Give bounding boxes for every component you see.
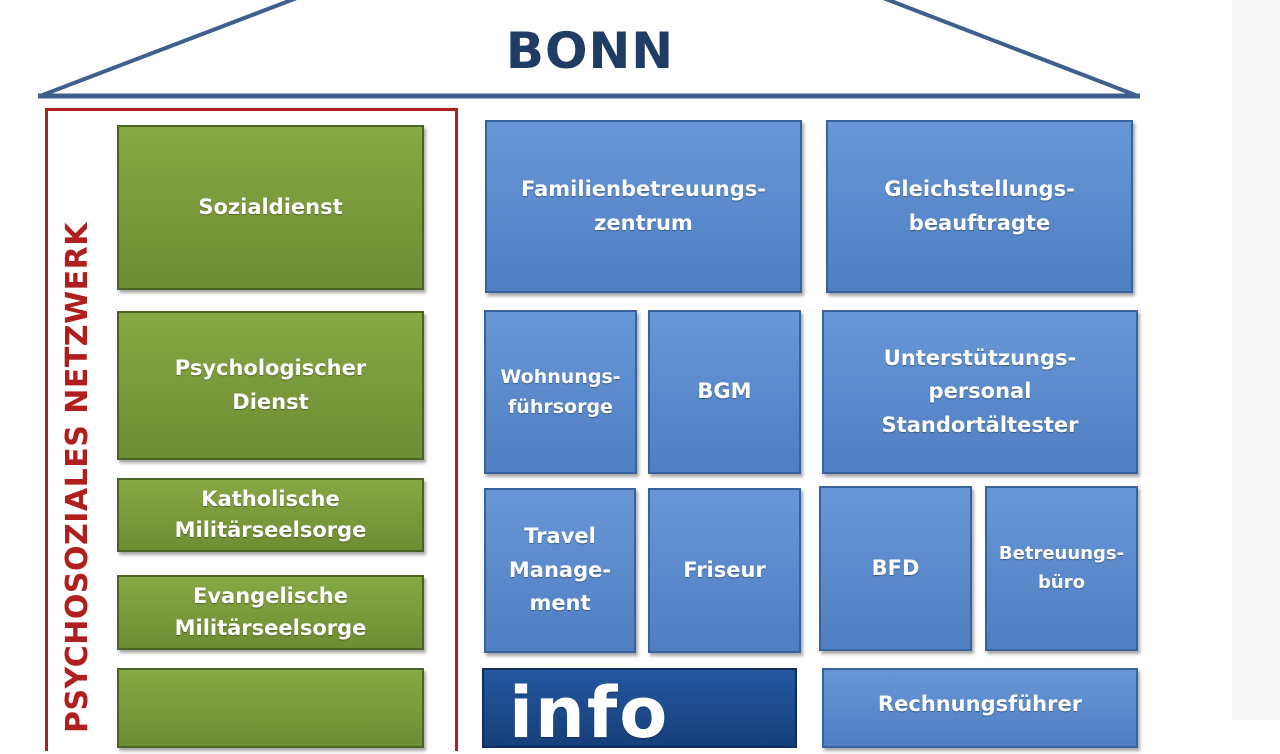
box-katholische-militaerseelsorge: Katholische Militärseelsorge	[117, 478, 424, 552]
box-familienbetreuungszentrum: Familienbetreuungs- zentrum	[485, 120, 802, 293]
roof-shape	[38, 0, 1140, 99]
box-sozialdienst: Sozialdienst	[117, 125, 424, 290]
box-bfd: BFD	[819, 486, 972, 651]
box-psychologischer-dienst: Psychologischer Dienst	[117, 311, 424, 460]
box-gleichstellungsbeauftragte: Gleichstellungs- beauftragte	[826, 120, 1133, 293]
box-travel-management: Travel Manage- ment	[484, 488, 636, 653]
diagram-title: BONN	[505, 22, 675, 80]
box-rechnungsfuehrer: Rechnungsführer	[822, 668, 1138, 748]
box-wohnungsfuehrsorge: Wohnungs- führsorge	[484, 310, 637, 474]
box-evangelische-militaerseelsorge: Evangelische Militärseelsorge	[117, 575, 424, 650]
box-bgm: BGM	[648, 310, 801, 474]
network-frame	[45, 108, 458, 751]
box-betreuungsbuero: Betreuungs- büro	[985, 486, 1138, 651]
info-logo: info	[482, 668, 797, 748]
box-green-cut	[117, 668, 424, 748]
box-friseur: Friseur	[648, 488, 801, 653]
side-panel	[1232, 0, 1280, 720]
network-label: PSYCHOSOZIALES NETZWERK	[60, 222, 95, 734]
box-unterstuetzungspersonal: Unterstützungs- personal Standortälteste…	[822, 310, 1138, 474]
